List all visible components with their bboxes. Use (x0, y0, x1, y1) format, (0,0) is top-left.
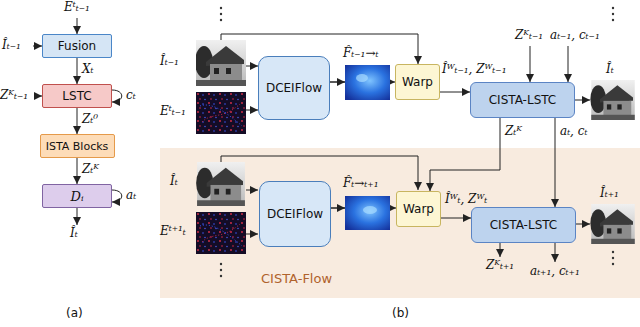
fusion-box: Fusion (42, 34, 112, 58)
node-label: DCEIFlow (267, 207, 323, 221)
edge-label: aₜ, cₜ (560, 124, 587, 139)
band-title: CISTA-Flow (261, 271, 332, 286)
node-label: CISTA-LSTC (490, 218, 558, 232)
cista-lstc-box: CISTA-LSTC (470, 82, 575, 118)
signal-label: F̂ₜ→ₜ₊₁ (343, 176, 378, 191)
warp-box: Warp (396, 191, 441, 227)
signal-label: Eᵗₜ₋₁ (160, 104, 186, 119)
signal-label: cₜ (126, 88, 136, 103)
cista-lstc-box: CISTA-LSTC (471, 207, 576, 243)
connector-arrow (430, 118, 500, 191)
node-label: LSTC (62, 89, 91, 103)
connector-arrow (77, 58, 78, 84)
signal-label: F̂ₜ₋₁→ₜ (343, 46, 378, 61)
signal-label: Zᴷₜ₋₁ (0, 88, 28, 103)
signal-label: Îₜ (606, 62, 614, 77)
ista-box: ISTA Blocks (40, 134, 115, 158)
signal-label: Îₜ₊₁ (600, 186, 619, 201)
signal-label: aₜ (126, 188, 136, 203)
edge-label: Îᵂₜ₋₁, Zᵂₜ₋₁ (442, 62, 506, 77)
node-label: Warp (402, 75, 433, 89)
panel-label: (b) (392, 306, 409, 321)
signal-label: Zᴷₜ₊₁ (486, 258, 514, 273)
node-label: ISTA Blocks (46, 140, 109, 153)
node-label: Dᵢ (70, 189, 83, 204)
node-label: CISTA-LSTC (489, 93, 557, 107)
warp-box: Warp (395, 64, 440, 100)
edge-label: Xₜ (82, 62, 94, 77)
edge-label: Îᵂₜ, Zᵂₜ (445, 192, 487, 207)
lstc-box: LSTC (42, 84, 112, 108)
signal-label: Îₜ₋₁ (160, 54, 179, 69)
dceiflow-box: DCEIFlow (258, 56, 330, 120)
signal-label: Eᵗₜ₋₁ (64, 0, 90, 15)
connector-arrow (440, 92, 470, 93)
signal-label: Zᴷₜ₋₁ (515, 28, 543, 43)
node-label: Warp (403, 202, 434, 216)
node-label: DCEIFlow (266, 81, 322, 95)
signal-label: Eᵗ⁺¹ₜ (160, 224, 186, 239)
decoder-box: Dᵢ (42, 184, 112, 208)
signal-label: Îₜ₋₁ (2, 38, 21, 53)
signal-label: aₜ₋₁, cₜ₋₁ (550, 28, 600, 43)
edge-label: Zₜᴷ (505, 124, 522, 139)
signal-label: Îₜ (170, 174, 178, 189)
connector-arrow (441, 218, 471, 219)
node-label: Fusion (58, 39, 96, 53)
edge-label: Zₜ⁰ (82, 112, 98, 127)
signal-label: aₜ₊₁, cₜ₊₁ (530, 264, 580, 279)
dceiflow-box: DCEIFlow (259, 181, 331, 247)
connector-arrow (77, 158, 78, 184)
signal-label: Îₜ (70, 226, 78, 241)
connector-arrow (77, 108, 78, 134)
panel-label: (a) (66, 306, 83, 321)
connector-arrow (555, 118, 556, 207)
edge-label: Zₜᴷ (82, 162, 99, 177)
